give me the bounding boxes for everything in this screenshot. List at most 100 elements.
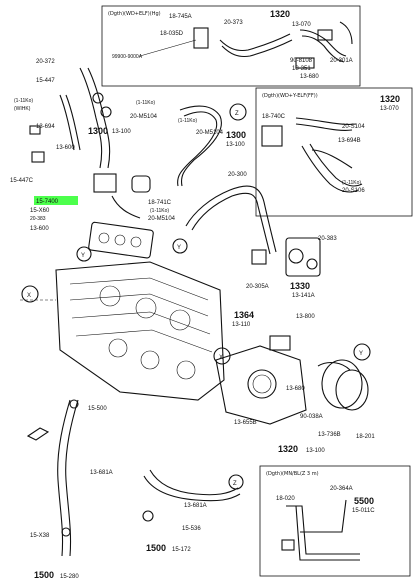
clamp-left-2: [100, 106, 112, 118]
label-ko4: (1-11Ko): [342, 180, 361, 186]
gasket-port-3: [130, 236, 142, 248]
label-kh: (WIHK): [14, 106, 31, 112]
label-20301a: 20-301A: [330, 58, 353, 64]
label-15500: 15-500: [88, 406, 107, 412]
hose-top-1b: [221, 39, 293, 58]
hose-bottom-b: [292, 505, 360, 555]
valve-top: [295, 57, 315, 69]
hose-right-e: [311, 149, 353, 169]
right-box: (Dgth)(WD+Y-ELF(FF)) 1320 13-070 18-740C…: [255, 87, 413, 217]
label-20383: 20-383: [30, 216, 46, 222]
label-18351: 18-351: [292, 66, 311, 72]
clamp-top-1: [193, 27, 209, 49]
label-1320b: 1320: [278, 444, 298, 454]
badge-x2: [213, 347, 231, 365]
gasket-port-1: [98, 232, 110, 244]
gasket-port-2: [114, 234, 126, 246]
sensor-block: [285, 237, 321, 277]
label-20m5104-b: 20-M5104: [196, 130, 224, 136]
label-13680m: 13-680: [286, 386, 305, 392]
label-13100-a: 13-100: [112, 129, 131, 135]
label-15011c: 15-011C: [352, 508, 375, 514]
badge-z1: [229, 103, 247, 121]
label-20373: 20-373: [224, 20, 243, 26]
manifold-line-4: [75, 329, 213, 353]
runner-3: [169, 309, 191, 331]
bottom-box-frame: [259, 465, 411, 577]
manifold-line-3: [71, 311, 211, 335]
clamp-left-1: [92, 92, 104, 104]
label-18020: 18-020: [276, 496, 295, 502]
label-18201: 18-201: [356, 434, 375, 440]
bottom-box: (Dgth)(MN/BL(Z 3 m) 18-020 20-364A 5500 …: [259, 465, 411, 577]
label-15536: 15-536: [182, 526, 201, 532]
hose-left-b: [87, 67, 111, 169]
top-box-header: (Dgth)(WD+ELF)(Hg): [108, 11, 161, 17]
right-box-frame: [255, 87, 413, 217]
hose-right-b: [295, 123, 353, 131]
right-box-header: (Dgth)(WD+Y-ELF(FF)): [262, 93, 318, 99]
runner-4: [108, 338, 128, 358]
label-15x60: 15-X60: [30, 208, 50, 214]
hose-bottom-a: [286, 505, 360, 561]
hose-20300: 20-300 Y: [172, 172, 277, 255]
label-20s106: 20-S106: [342, 188, 365, 194]
hose-right-d: [309, 143, 363, 187]
label-5500: 5500: [354, 496, 374, 506]
throttle-body: 1364 13-110 13-800 Y 13-680 90-038A 13-7…: [213, 310, 375, 454]
hose-top-2b: [301, 35, 345, 63]
label-18745a: 18-745A: [169, 14, 192, 20]
hose-lc-b: [149, 469, 239, 496]
label-13655b: 13-655B: [234, 420, 257, 426]
label-1300-b: 1300: [226, 130, 246, 140]
lower-hose: 15-500 13-681A 15-X38 1500 15-280: [26, 399, 113, 580]
sensor-port-2: [306, 258, 318, 270]
hose-20300-a: [185, 185, 277, 253]
left-assembly: 20-372 15-447 (1-11Ko) (WIHK) 13-694 15-…: [10, 59, 131, 184]
label-1500a: 1500: [146, 543, 166, 553]
bolt-left-2: [31, 151, 45, 163]
clamp-lower-2: [61, 527, 71, 537]
label-1320-r: 1320: [380, 94, 400, 104]
label-20m5104-c: 20-M5104: [148, 216, 176, 222]
hose-top-3: [339, 21, 353, 45]
manifold-line-1: [69, 277, 209, 301]
badge-z2: [228, 474, 244, 490]
hose-top-2: [299, 29, 347, 57]
label-15172: 15-172: [172, 547, 191, 553]
manifold-line-2: [69, 293, 209, 317]
center-hoses: (1-11Ko) 20-M5104 (1-11Ko) Z 1300 13-100…: [130, 100, 247, 187]
hose-bottom-c: [300, 499, 347, 533]
label-13680: 13-680: [300, 74, 319, 80]
sensor-right: 20-383 20-305A 1330 13-141A: [246, 236, 337, 299]
label-20364a: 20-364A: [330, 486, 353, 492]
label-y1: Y: [81, 253, 85, 259]
label-13681a-b: 13-681A: [184, 503, 207, 509]
label-90038: 90-038A: [300, 414, 323, 420]
hose-left-a: [79, 67, 103, 169]
label-15x38: 15-X38: [30, 533, 50, 539]
sensor-body-2: [131, 175, 151, 193]
label-1330: 1330: [290, 281, 310, 291]
label-20s104: 20-S104: [342, 124, 365, 130]
label-x1: X: [27, 293, 31, 299]
label-13070-r: 13-070: [380, 106, 399, 112]
throttle-bore: [247, 369, 277, 399]
label-y-center: Y: [177, 245, 181, 251]
hose-left-d: [65, 94, 81, 151]
bolt-left-1: [29, 125, 41, 135]
bottom-box-header: (Dgth)(MN/BL(Z 3 m): [266, 471, 319, 477]
throttle-sensor: [269, 335, 291, 351]
hose-center-a: [179, 105, 222, 187]
label-1500b: 1500: [34, 570, 54, 580]
leader-t1: [139, 39, 197, 57]
label-13070: 13-070: [292, 22, 311, 28]
label-ko-flange: (1-11Ko): [150, 208, 169, 214]
label-13694: 13-694: [36, 124, 55, 130]
label-18741c: 18-741C: [148, 200, 172, 206]
hose-lc-a: [143, 475, 241, 502]
label-18035d: 18-035D: [160, 31, 184, 37]
flange-assembly: 15-7400 18-741C (1-11Ko) 20-M5104 15-X60…: [30, 173, 176, 262]
label-18740c: 18-740C: [262, 114, 286, 120]
